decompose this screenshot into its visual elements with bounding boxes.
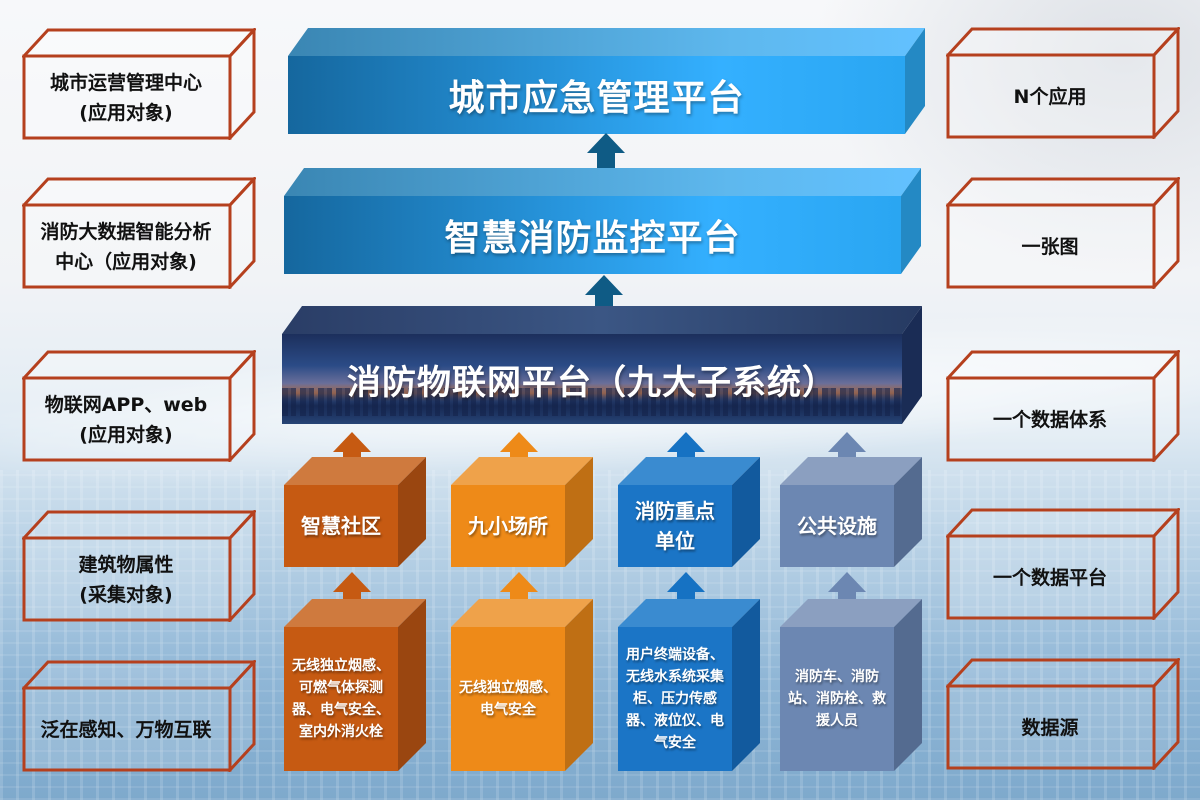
category-smart-community: 智慧社区 bbox=[284, 457, 426, 567]
wireframe-box-icon bbox=[946, 508, 1180, 620]
category-label: 消防重点单位 bbox=[618, 485, 732, 567]
wireframe-box-icon bbox=[946, 177, 1180, 289]
category-label: 智慧社区 bbox=[284, 485, 398, 567]
wireframe-box-icon bbox=[22, 510, 256, 622]
slab-side-face bbox=[901, 168, 921, 274]
left-box-label: 消防大数据智能分析中心（应用对象) bbox=[40, 221, 212, 273]
right-box-label: 一个数据平台 bbox=[992, 567, 1107, 589]
platform-city-emergency-management: 城市应急管理平台 bbox=[288, 28, 925, 134]
category-public-facilities: 公共设施 bbox=[780, 457, 922, 567]
slab-top-face bbox=[282, 306, 922, 334]
category-nine-small-venues: 九小场所 bbox=[451, 457, 593, 567]
wireframe-box-icon bbox=[22, 660, 256, 772]
left-box-iot-app-web: 物联网APP、web(应用对象) bbox=[22, 350, 256, 462]
wireframe-box-icon bbox=[946, 27, 1180, 139]
source-public-facilities-resources: 消防车、消防站、消防栓、救援人员 bbox=[780, 599, 922, 771]
left-box-label: 建筑物属性(采集对象) bbox=[78, 554, 174, 606]
source-key-fire-units-devices: 用户终端设备、无线水系统采集柜、压力传感器、液位仪、电气安全 bbox=[618, 599, 760, 771]
platform-fire-iot: 消防物联网平台（九大子系统） bbox=[282, 306, 922, 424]
wireframe-box-icon bbox=[22, 177, 256, 289]
wireframe-box-icon bbox=[22, 350, 256, 462]
left-box-building-attributes: 建筑物属性(采集对象) bbox=[22, 510, 256, 622]
source-label: 消防车、消防站、消防栓、救援人员 bbox=[780, 627, 894, 771]
category-label: 公共设施 bbox=[780, 485, 894, 567]
right-box-label: 数据源 bbox=[1021, 717, 1079, 739]
right-box-n-applications: N个应用 bbox=[946, 27, 1180, 139]
left-box-label: 物联网APP、web(应用对象) bbox=[44, 394, 208, 446]
right-box-label: N个应用 bbox=[1013, 86, 1087, 108]
slab-top-face bbox=[284, 168, 921, 196]
background-data-texture bbox=[0, 470, 1200, 800]
slab-top-face bbox=[288, 28, 925, 56]
source-label: 无线独立烟感、可燃气体探测器、电气安全、室内外消火栓 bbox=[284, 627, 398, 771]
right-box-one-data-system: 一个数据体系 bbox=[946, 350, 1180, 462]
source-smart-community-devices: 无线独立烟感、可燃气体探测器、电气安全、室内外消火栓 bbox=[284, 599, 426, 771]
left-box-label: 城市运营管理中心(应用对象) bbox=[49, 72, 202, 124]
source-nine-small-venues-devices: 无线独立烟感、电气安全 bbox=[451, 599, 593, 771]
right-box-data-source: 数据源 bbox=[946, 658, 1180, 770]
wireframe-box-icon bbox=[946, 350, 1180, 462]
wireframe-box-icon bbox=[22, 28, 256, 140]
slab-side-face bbox=[905, 28, 925, 134]
category-key-fire-units: 消防重点单位 bbox=[618, 457, 760, 567]
city-skyline-image bbox=[282, 388, 902, 416]
platform-label: 城市应急管理平台 bbox=[288, 56, 905, 134]
slab-side-face bbox=[902, 306, 922, 424]
left-box-city-ops-center: 城市运营管理中心(应用对象) bbox=[22, 28, 256, 140]
platform-label: 智慧消防监控平台 bbox=[284, 196, 901, 274]
platform-label: 消防物联网平台（九大子系统） bbox=[282, 334, 902, 424]
source-label: 无线独立烟感、电气安全 bbox=[451, 627, 565, 771]
wireframe-box-icon bbox=[946, 658, 1180, 770]
right-box-one-data-platform: 一个数据平台 bbox=[946, 508, 1180, 620]
platform-smart-fire-monitoring: 智慧消防监控平台 bbox=[284, 168, 921, 274]
right-box-label: 一个数据体系 bbox=[992, 409, 1107, 431]
left-box-fire-bigdata-center: 消防大数据智能分析中心（应用对象) bbox=[22, 177, 256, 289]
category-label: 九小场所 bbox=[451, 485, 565, 567]
source-label: 用户终端设备、无线水系统采集柜、压力传感器、液位仪、电气安全 bbox=[618, 627, 732, 771]
left-box-ubiquitous-sensing: 泛在感知、万物互联 bbox=[22, 660, 256, 772]
left-box-label: 泛在感知、万物互联 bbox=[40, 719, 212, 741]
right-box-label: 一张图 bbox=[1021, 236, 1079, 258]
right-box-one-map: 一张图 bbox=[946, 177, 1180, 289]
